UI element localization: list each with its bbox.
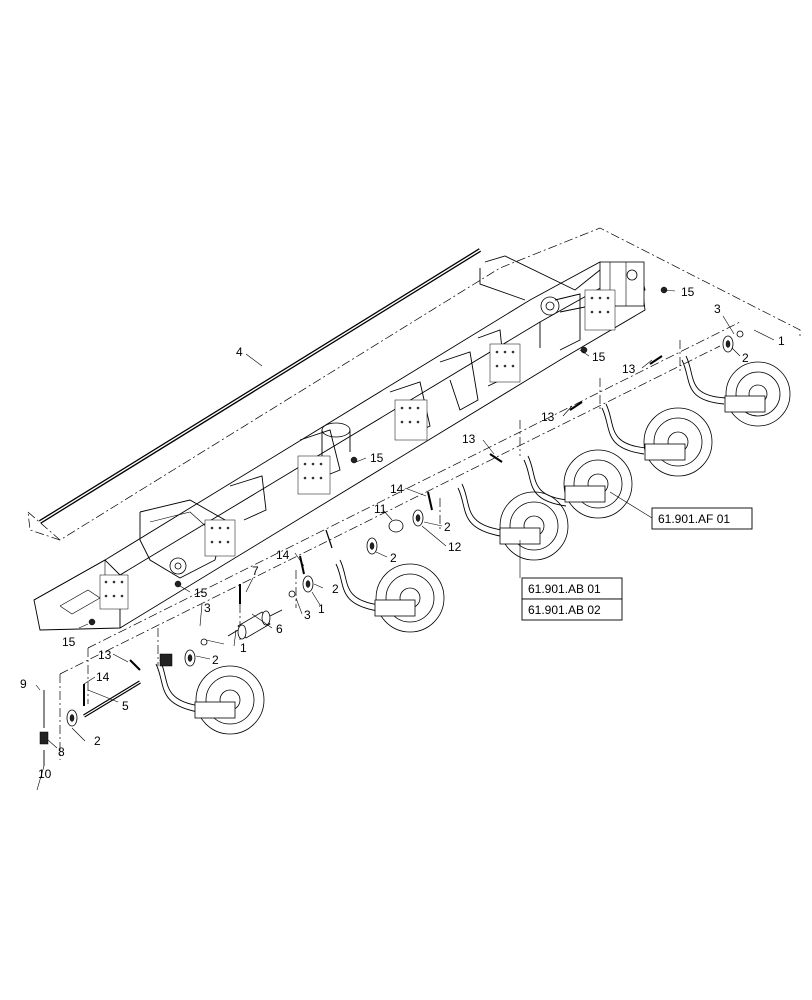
meter-unit [457,483,569,561]
callout-15: 15 [370,451,384,465]
reference-text: 61.901.AB 01 [528,582,601,596]
callout-1: 1 [778,334,785,348]
reference-text: 61.901.AB 02 [528,603,601,617]
callout-2: 2 [332,582,339,596]
callout-12: 12 [448,540,462,554]
callout-13: 13 [98,648,112,662]
callout-9: 9 [20,677,27,691]
callout-14: 14 [276,548,290,562]
reference-box-ab01[interactable]: 61.901.AB 01 [521,577,623,600]
meter-unit [155,653,265,735]
callout-3: 3 [304,608,311,622]
meter-unit [601,403,713,477]
callout-14: 14 [390,482,404,496]
callout-2: 2 [390,551,397,565]
callout-15: 15 [592,350,606,364]
callout-15: 15 [681,285,695,299]
callout-13: 13 [541,410,555,424]
reference-box-ab02[interactable]: 61.901.AB 02 [521,598,623,621]
callout-2: 2 [444,520,451,534]
callout-4: 4 [236,345,243,359]
callout-5: 5 [122,699,129,713]
callouts: 4 5 6 7 8 9 10 11 12 13 13 13 13 14 14 1… [20,285,785,781]
leader-lines [35,289,775,791]
meter-unit [681,355,791,427]
drive-shaft [83,680,141,718]
callout-13: 13 [462,432,476,446]
callout-3: 3 [714,302,721,316]
meter-unit [523,449,633,519]
assembly-boundary [27,227,801,760]
callout-2: 2 [212,653,219,667]
callout-2: 2 [742,351,749,365]
hardware [83,286,668,706]
callout-2: 2 [94,734,101,748]
callout-8: 8 [58,745,65,759]
callout-10: 10 [38,767,52,781]
bearing [39,330,744,766]
callout-11: 11 [374,502,387,516]
callout-3: 3 [204,601,211,615]
frame-beam [33,255,646,631]
long-rod [38,248,482,524]
callout-13: 13 [622,362,636,376]
coupler [227,609,283,640]
callout-15: 15 [194,586,208,600]
callout-7: 7 [252,564,259,578]
meter-unit [335,559,445,633]
reference-text: 61.901.AF 01 [658,512,730,526]
callout-1: 1 [318,602,325,616]
callout-15: 15 [62,635,76,649]
callout-14: 14 [96,670,110,684]
callout-1: 1 [240,641,247,655]
reference-box-af01[interactable]: 61.901.AF 01 [651,507,753,530]
callout-6: 6 [276,622,283,636]
